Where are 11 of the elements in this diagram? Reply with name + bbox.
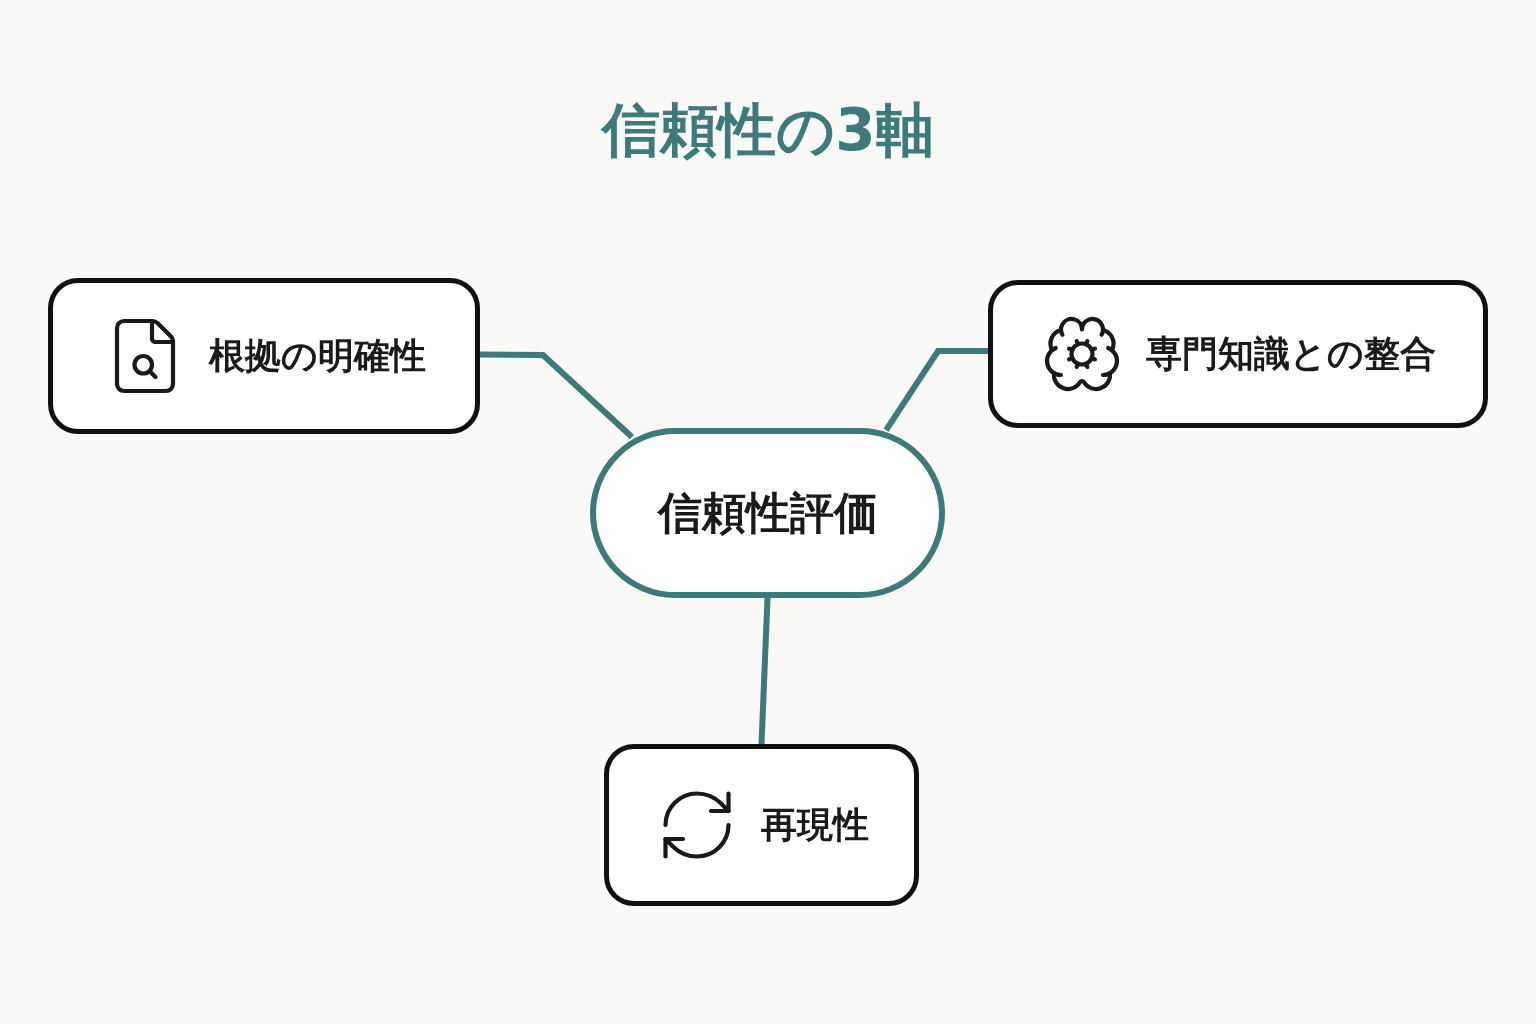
node-label: 専門知識との整合 — [1146, 331, 1436, 376]
category-box — [988, 280, 1488, 428]
category-box — [604, 744, 919, 906]
connector-line — [883, 348, 988, 432]
title: 信頼性の3軸 — [602, 95, 934, 166]
node-label: 信頼性評価 — [657, 485, 878, 540]
category-box — [48, 278, 480, 434]
node-label: 根拠の明確性 — [208, 333, 426, 378]
connector-line — [758, 597, 771, 745]
connector-line — [479, 351, 634, 440]
node-label: 再現性 — [760, 802, 869, 847]
